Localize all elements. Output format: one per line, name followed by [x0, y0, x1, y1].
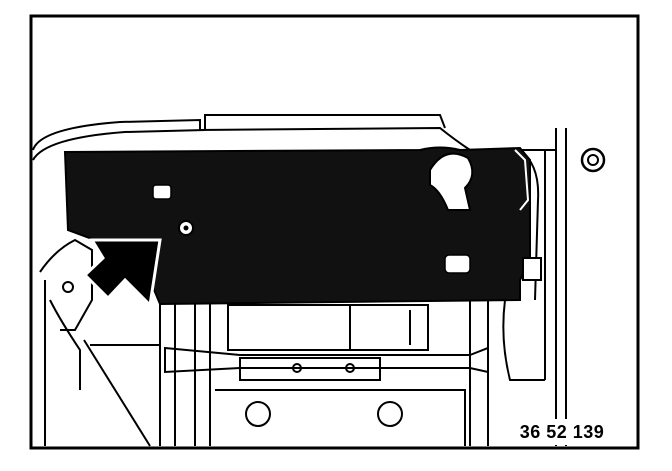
cover-slot: [152, 184, 172, 200]
pointer-arrow-icon: [82, 238, 162, 309]
connector-knob: [429, 152, 474, 211]
mounting-hole-icon: [62, 281, 74, 293]
cover-slot: [444, 254, 471, 274]
figure-reference-number: 36 52 139: [508, 419, 616, 445]
retaining-clip: [522, 257, 542, 281]
screw-icon: [580, 147, 606, 173]
